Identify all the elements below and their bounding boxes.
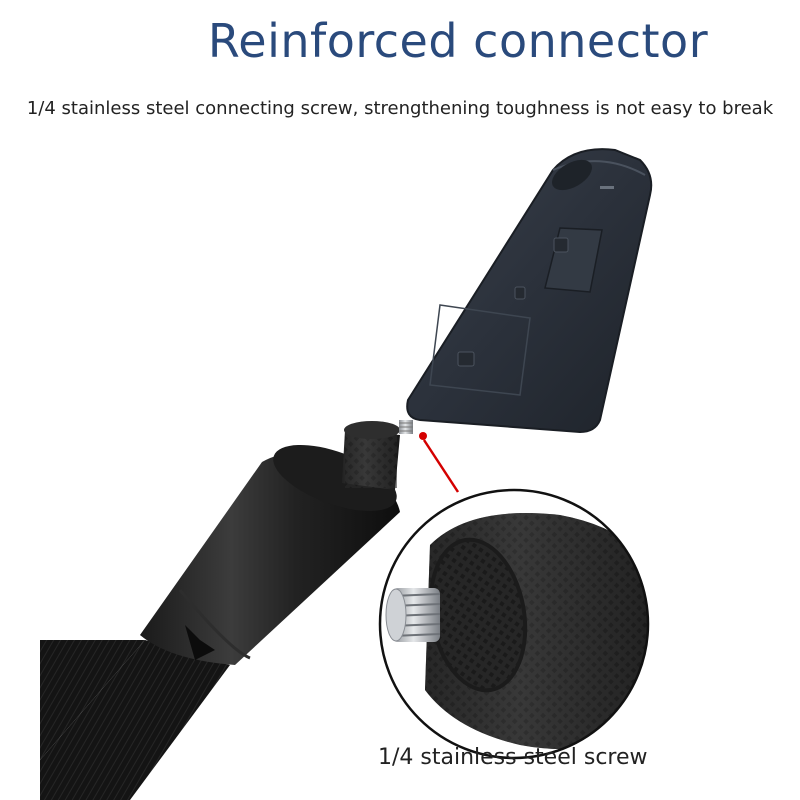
screw-zoom-detail <box>378 488 650 760</box>
pointer-line <box>419 432 460 493</box>
page-subtitle: 1/4 stainless steel connecting screw, st… <box>26 98 774 119</box>
page-title: Reinforced connector <box>207 14 709 68</box>
selfie-stick-product <box>40 420 413 800</box>
camera-product <box>406 148 653 434</box>
red-dot <box>419 432 427 440</box>
screw-caption: 1/4 stainless steel screw <box>378 745 648 770</box>
